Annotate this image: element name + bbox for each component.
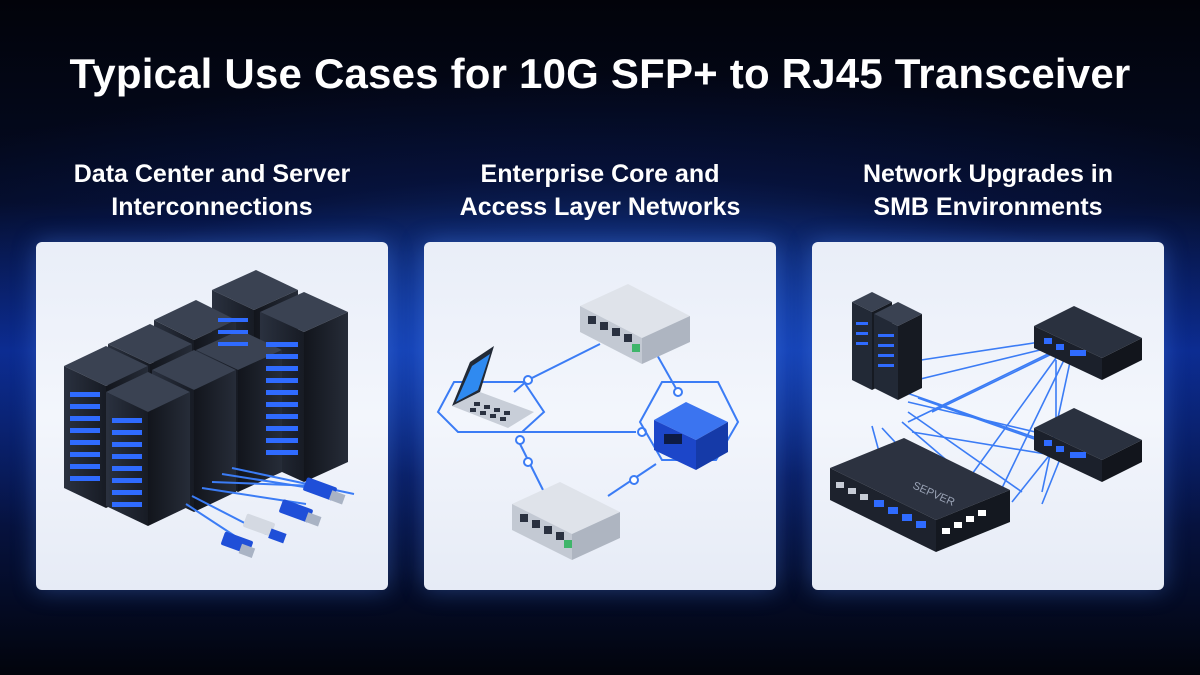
main-switch-icon: SEPVER: [830, 438, 1010, 552]
sfp-transceiver-icon: [303, 477, 346, 505]
illustration-card-enterprise: [424, 242, 776, 590]
use-case-title-line: Access Layer Networks: [459, 193, 741, 221]
sfp-transceiver-icon: [279, 499, 322, 527]
laptop-icon: [436, 346, 546, 433]
use-case-title-smb: Network Upgrades in SMB Environments: [812, 158, 1164, 224]
network-switch-icon: [1034, 306, 1142, 380]
network-switch-icon: [1034, 408, 1142, 482]
use-case-title-data-center: Data Center and Server Interconnections: [36, 158, 388, 224]
network-switch-icon: [580, 284, 690, 364]
page-title: Typical Use Cases for 10G SFP+ to RJ45 T…: [69, 50, 1131, 97]
network-switch-icon: [512, 482, 620, 560]
sfp-transceiver-icon: [221, 531, 256, 558]
illustration-card-smb: SEPVER: [812, 242, 1164, 590]
illustration-card-data-center: [36, 242, 388, 590]
server-unit-lights: [70, 318, 298, 507]
sfp-transceiver-icon: [243, 513, 287, 544]
smb-network-illustration: SEPVER: [830, 292, 1142, 552]
enterprise-network-illustration: [436, 284, 740, 560]
use-case-title-line: Network Upgrades in: [862, 160, 1114, 188]
use-case-title-line: Interconnections: [111, 193, 313, 221]
network-links: [513, 343, 679, 497]
server-racks-illustration: [64, 270, 355, 558]
use-case-title-line: Data Center and Server: [73, 160, 351, 188]
use-case-title-line: SMB Environments: [873, 193, 1103, 221]
use-case-title-enterprise: Enterprise Core and Access Layer Network…: [424, 158, 776, 224]
link-nodes: [515, 375, 683, 485]
server-tower-icon: [874, 302, 922, 400]
core-switch-icon: [638, 381, 740, 470]
use-case-title-line: Enterprise Core and: [480, 160, 720, 188]
